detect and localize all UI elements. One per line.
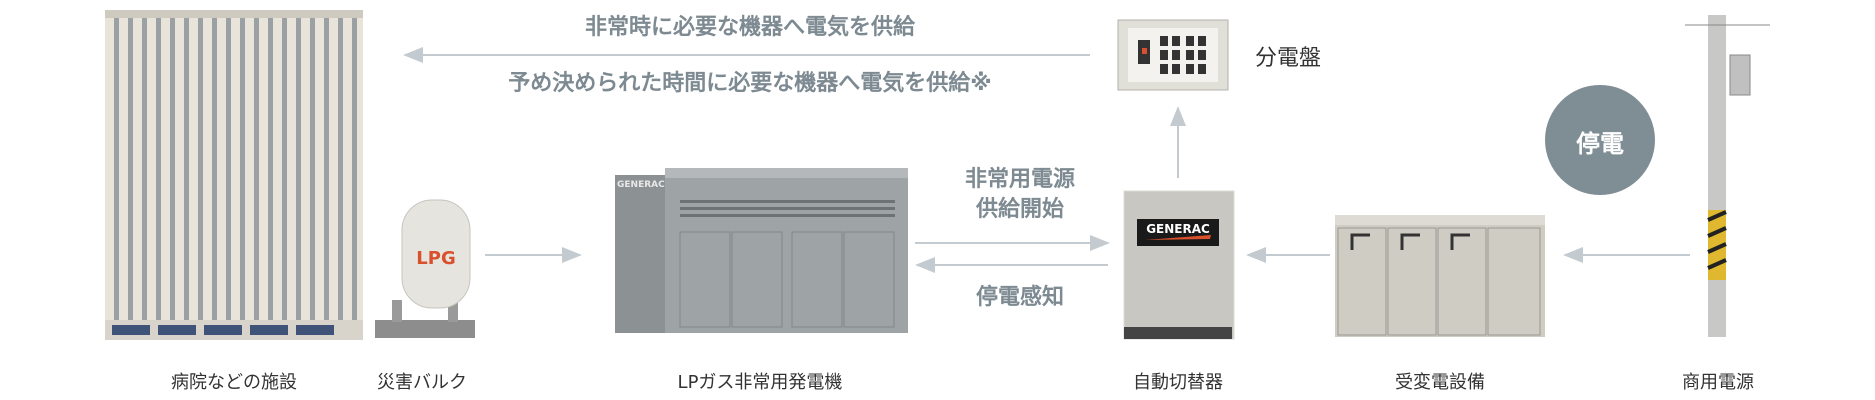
detect-note: 停電感知 xyxy=(975,285,1064,310)
outage-badge-circle xyxy=(1545,85,1655,195)
substation-icon xyxy=(1335,215,1545,337)
label-utility: 商用電源 xyxy=(1682,372,1754,393)
label-hospital: 病院などの施設 xyxy=(171,372,297,393)
label-bulk: 災害バルク xyxy=(377,372,467,393)
label-generator: LPガス非常用発電機 xyxy=(677,372,843,393)
start-note-2: 供給開始 xyxy=(975,197,1064,222)
supply-note-2: 予め決められた時間に必要な機器へ電気を供給※ xyxy=(508,71,992,96)
supply-note-1: 非常時に必要な機器へ電気を供給 xyxy=(584,15,915,40)
distribution-panel-icon xyxy=(1117,19,1229,91)
utility-pole-icon xyxy=(1685,15,1770,337)
label-switch: 自動切替器 xyxy=(1133,372,1223,393)
transfer-switch-icon xyxy=(1123,190,1235,340)
outage-badge: 停電 xyxy=(1576,130,1624,158)
panel-label: 分電盤 xyxy=(1255,46,1322,71)
switch-brand-logo: GENERAC xyxy=(1146,222,1210,236)
hospital-building-icon xyxy=(105,10,363,340)
tank-label: LPG xyxy=(416,248,456,269)
label-substation: 受変電設備 xyxy=(1395,372,1485,393)
lpg-tank-icon xyxy=(375,199,475,338)
generator-brand-logo: GENERAC xyxy=(617,180,665,190)
generator-icon xyxy=(615,168,908,333)
start-note-1: 非常用電源 xyxy=(964,167,1075,192)
